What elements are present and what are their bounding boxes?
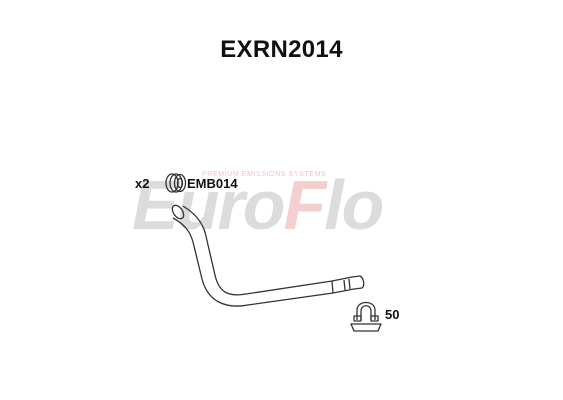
gasket-quantity: x2 [135, 176, 150, 191]
exhaust-pipe-icon [171, 204, 365, 307]
watermark-tagline: PREMIUM EMISSIONS SYSTEMS [202, 171, 327, 178]
clamp-icon [350, 301, 382, 332]
part-number-title: EXRN2014 [220, 36, 343, 63]
clamp-part-code: 50 [385, 307, 400, 322]
watermark-brand-accent: F [283, 166, 326, 244]
watermark-brand-tail: lo [324, 166, 384, 244]
gasket-part-code: EMB014 [187, 176, 238, 191]
watermark-brand: EuroFlo [132, 170, 384, 240]
euroflo-watermark-logo: EuroFlo PREMIUM EMISSIONS SYSTEMS [132, 168, 432, 240]
gasket-icon [165, 173, 187, 193]
watermark-brand-main: Euro [132, 166, 285, 244]
